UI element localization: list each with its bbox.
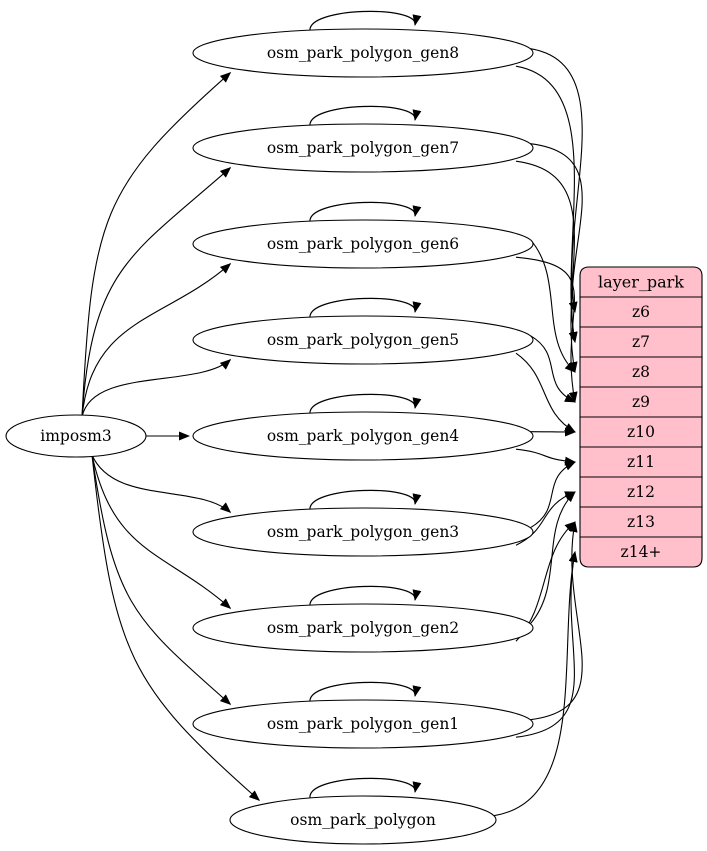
- edge-imposm3-to-gen5: [81, 359, 232, 418]
- self-loop-gen5: [309, 297, 422, 319]
- table-cell-label: z8: [632, 363, 650, 381]
- node-gen5: [192, 315, 534, 365]
- edge-gen1-to-z13: [530, 521, 583, 721]
- edge-gen6-to-z9: [515, 256, 578, 403]
- node-imposm3: [5, 414, 147, 458]
- edge-imposm3-to-gen6: [81, 263, 232, 418]
- self-loop-gen7: [309, 105, 422, 127]
- edge-imposm3-to-gen3: [91, 454, 232, 513]
- edge-imposm3-to-gen1: [91, 454, 232, 705]
- edge-gen5-to-z10: [515, 352, 576, 433]
- edge-base-to-z14+: [493, 551, 578, 817]
- self-loop-gen3: [309, 489, 422, 511]
- table-cell-label: z7: [632, 333, 650, 351]
- edge-gen6-to-z8: [530, 239, 576, 373]
- self-loop-layer: [309, 10, 422, 799]
- table-header-cell: [579, 266, 703, 298]
- edge-gen1-to-z14+: [515, 551, 578, 738]
- node-label: osm_park_polygon_gen8: [267, 44, 459, 62]
- node-label: imposm3: [40, 427, 111, 445]
- node-label: osm_park_polygon_gen2: [267, 619, 459, 637]
- edge-imposm3-to-gen8: [81, 72, 232, 418]
- table-title: layer_park: [598, 273, 684, 292]
- table-cell-label: z6: [632, 303, 650, 321]
- node-gen7: [192, 123, 534, 173]
- node-label: osm_park_polygon_gen4: [267, 427, 459, 445]
- node-label: osm_park_polygon_gen7: [267, 139, 459, 157]
- self-loop-base: [309, 777, 422, 799]
- edge-gen8-to-z6: [530, 48, 583, 313]
- edge-imposm3-to-gen2: [91, 454, 232, 609]
- edge-layer: [81, 48, 583, 817]
- node-gen1: [192, 699, 534, 749]
- edge-gen8-to-z7: [515, 65, 578, 343]
- self-loop-gen2: [309, 585, 422, 607]
- self-loop-gen1: [309, 681, 422, 703]
- node-label: osm_park_polygon_gen5: [267, 331, 459, 349]
- edge-gen5-to-z9: [530, 335, 576, 403]
- node-label: osm_park_polygon_gen3: [267, 523, 459, 541]
- self-loop-gen8: [309, 10, 422, 32]
- node-gen3: [192, 507, 534, 557]
- table-layer: layer_park z6 z7 z8 z9 z10 z11 z12 z13 z14+: [579, 266, 703, 568]
- node-gen6: [192, 219, 534, 269]
- node-gen2: [192, 603, 534, 653]
- edge-gen3-to-z11: [530, 461, 576, 529]
- table-cell-label: z11: [627, 453, 655, 471]
- node-label: osm_park_polygon_gen6: [267, 235, 459, 253]
- table-row-z14+: [579, 536, 703, 568]
- table-cell-label: z9: [632, 393, 650, 411]
- edge-gen4-to-z11: [515, 448, 576, 466]
- table-cell-label: z13: [627, 513, 655, 531]
- self-loop-gen4: [309, 393, 422, 415]
- table-cell-label: z12: [627, 483, 655, 501]
- node-base: [229, 795, 497, 845]
- edge-imposm3-to-gen7: [81, 167, 232, 418]
- node-gen8: [192, 28, 534, 78]
- self-loop-gen6: [309, 201, 422, 223]
- node-gen4: [192, 411, 534, 461]
- node-label: osm_park_polygon: [290, 811, 436, 829]
- table-cell-label: z14+: [621, 543, 662, 561]
- table-cell-label: z10: [627, 423, 655, 441]
- edge-gen7-to-z8: [515, 160, 578, 373]
- node-label: osm_park_polygon_gen1: [267, 715, 459, 733]
- edge-imposm3-to-base: [91, 454, 261, 801]
- node-layer: imposm3 osm_park_polygon_gen8 osm_park_pol…: [5, 28, 534, 845]
